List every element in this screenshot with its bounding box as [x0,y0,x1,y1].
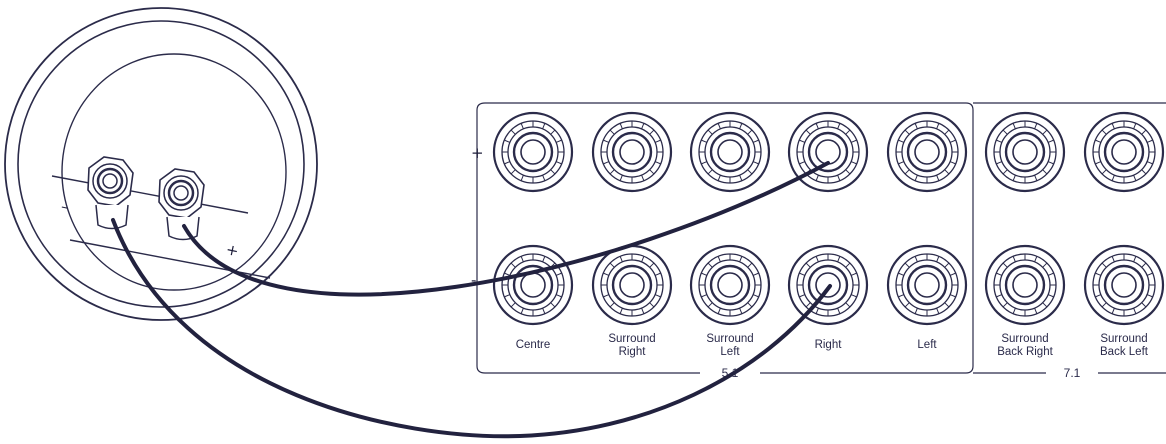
binding-post-negative [787,244,869,326]
channel-label-line1: Surround [706,333,753,345]
positive-wire [182,161,830,297]
binding-post-negative [886,244,968,326]
binding-post-negative [984,244,1066,326]
channel-label-line1: Surround [1100,333,1147,345]
binding-post-negative [1083,244,1165,326]
binding-post-positive [886,111,968,193]
binding-post-negative [689,244,771,326]
channel-label-line2: Back Right [997,346,1053,358]
amplifier-panel [476,102,1166,374]
binding-post-positive [984,111,1066,193]
channel-label-line2: Back Left [1100,346,1149,358]
panel-minus-sign: - [471,271,476,289]
binding-post-negative [591,244,673,326]
binding-post-negative [492,244,574,326]
speaker [4,7,318,321]
binding-post-positive [591,111,673,193]
channel-label-line2: Right [619,346,647,358]
negative-wire [111,218,832,439]
binding-posts [492,111,1165,326]
wires [111,161,832,439]
panel-5-1-frame [476,102,974,374]
speaker-minus-sign: – [59,197,70,216]
binding-post-positive [1083,111,1165,193]
channel-label-line1: Surround [608,333,655,345]
group-label-7-1: 7.1 [1064,366,1081,380]
channel-label: Right [815,339,843,351]
speaker-outer-ring [4,7,318,321]
speaker-inner-ring [17,20,305,308]
channel-label-line2: Left [720,346,740,358]
channel-label: Left [917,339,937,351]
panel-7-1-frame [973,102,1166,374]
speaker-cone-edge [61,53,287,291]
speaker-plus-sign: + [224,240,240,260]
panel-plus-sign: + [471,144,484,162]
channel-label-line1: Surround [1001,333,1048,345]
channel-label: Centre [516,339,551,351]
speaker-terminal-positive [158,168,205,241]
binding-post-positive [689,111,771,193]
speaker-terminal-negative [87,156,134,230]
binding-post-positive [492,111,574,193]
